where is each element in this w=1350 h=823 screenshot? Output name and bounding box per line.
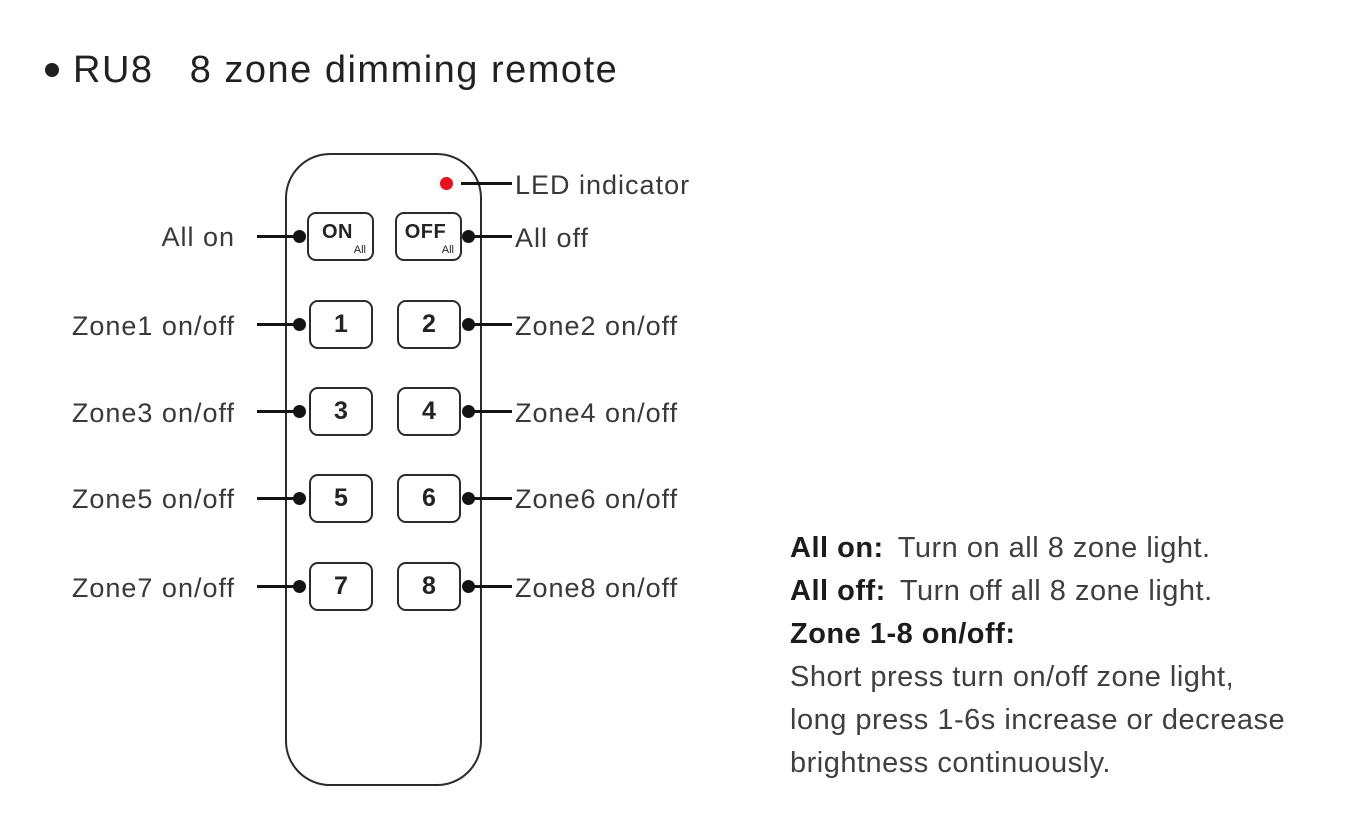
description-label: All off: — [790, 575, 886, 607]
callout-line-zone2 — [468, 323, 512, 326]
callout-label-all-off: All off — [515, 223, 590, 253]
description-line-all-on: All on: Turn on all 8 zone light. — [790, 527, 1335, 570]
callout-label-zone3: Zone3 on/off — [71, 398, 235, 428]
callout-line-zone3 — [257, 410, 301, 413]
callout-dot-zone1 — [293, 318, 306, 331]
section-title: RU8 8 zone dimming remote — [73, 48, 619, 91]
callout-dot-zone5 — [293, 492, 306, 505]
zone-3-button: 3 — [309, 387, 373, 436]
callout-line-zone7 — [257, 585, 301, 588]
all-on-button: ON All — [307, 212, 374, 261]
zone-7-button-label: 7 — [334, 572, 348, 600]
callout-line-zone6 — [468, 497, 512, 500]
section-title-row: RU8 8 zone dimming remote — [45, 48, 618, 92]
description-line-body-2: long press 1-6s increase or decrease — [790, 699, 1335, 742]
callout-label-all-on: All on — [161, 222, 235, 252]
description-line-body-3: brightness continuously. — [790, 742, 1335, 785]
callout-dot-zone6 — [462, 492, 475, 505]
zone-5-button-label: 5 — [334, 484, 348, 512]
description-line-zone-heading: Zone 1-8 on/off: — [790, 613, 1335, 656]
description-text: brightness continuously. — [790, 747, 1111, 779]
callout-label-zone8: Zone8 on/off — [515, 573, 679, 603]
callout-line-all-on — [257, 235, 301, 238]
zone-2-button: 2 — [397, 300, 461, 349]
zone-8-button-label: 8 — [422, 572, 436, 600]
description-label: All on: — [790, 532, 884, 564]
callout-line-led — [461, 182, 512, 185]
callout-dot-zone2 — [462, 318, 475, 331]
zone-4-button: 4 — [397, 387, 461, 436]
callout-line-all-off — [468, 235, 512, 238]
zone-5-button: 5 — [309, 474, 373, 523]
zone-1-button: 1 — [309, 300, 373, 349]
callout-dot-all-off — [462, 230, 475, 243]
callout-label-led: LED indicator — [515, 170, 691, 200]
callout-line-zone4 — [468, 410, 512, 413]
description-text: Short press turn on/off zone light, — [790, 661, 1235, 693]
all-off-button-sublabel: All — [441, 244, 454, 256]
description-text: Turn on all 8 zone light. — [897, 532, 1211, 564]
callout-label-zone2: Zone2 on/off — [515, 311, 679, 341]
callout-line-zone8 — [468, 585, 512, 588]
callout-label-zone7: Zone7 on/off — [71, 573, 235, 603]
callout-label-zone6: Zone6 on/off — [515, 484, 679, 514]
description-label: Zone 1-8 on/off: — [790, 618, 1016, 650]
zone-2-button-label: 2 — [422, 310, 436, 338]
zone-7-button: 7 — [309, 562, 373, 611]
all-off-button-label: OFF — [404, 221, 447, 243]
description-line-all-off: All off: Turn off all 8 zone light. — [790, 570, 1335, 613]
callout-line-zone5 — [257, 497, 301, 500]
callout-dot-all-on — [293, 230, 306, 243]
callout-line-zone1 — [257, 323, 301, 326]
bullet-icon — [45, 63, 59, 77]
zone-6-button-label: 6 — [422, 484, 436, 512]
all-on-button-label: ON — [322, 221, 353, 243]
callout-label-zone1: Zone1 on/off — [71, 311, 235, 341]
zone-8-button: 8 — [397, 562, 461, 611]
callout-dot-zone8 — [462, 580, 475, 593]
zone-3-button-label: 3 — [334, 397, 348, 425]
all-off-button: OFF All — [395, 212, 462, 261]
callout-label-zone4: Zone4 on/off — [515, 398, 679, 428]
zone-1-button-label: 1 — [334, 310, 348, 338]
zone-4-button-label: 4 — [422, 397, 436, 425]
all-on-button-sublabel: All — [353, 244, 366, 256]
callout-label-zone5: Zone5 on/off — [71, 484, 235, 514]
description-text: Turn off all 8 zone light. — [899, 575, 1213, 607]
description-text: long press 1-6s increase or decrease — [790, 704, 1286, 736]
description-block: All on: Turn on all 8 zone light. All off… — [790, 527, 1335, 785]
callout-dot-zone4 — [462, 405, 475, 418]
zone-6-button: 6 — [397, 474, 461, 523]
led-indicator — [440, 177, 453, 190]
description-line-body-1: Short press turn on/off zone light, — [790, 656, 1335, 699]
callout-dot-zone7 — [293, 580, 306, 593]
callout-dot-zone3 — [293, 405, 306, 418]
